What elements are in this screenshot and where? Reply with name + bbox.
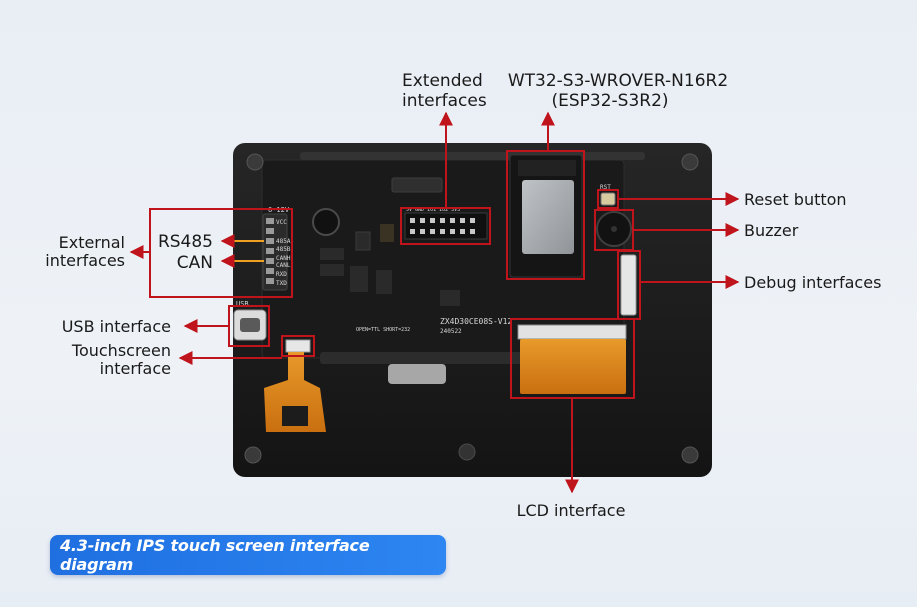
ic-chip-c [320, 248, 344, 260]
label-external-1: External [59, 233, 125, 252]
label-touch-2: interface [100, 359, 171, 378]
label-can: CAN [177, 253, 213, 273]
pin-label-rxd: RXD [276, 271, 287, 278]
label-debug: Debug interfaces [744, 273, 881, 292]
extended-header-pins [410, 218, 475, 234]
board-id-silk: ZX4D30CE08S-V12 [440, 317, 512, 326]
touch-connector [285, 339, 311, 353]
box-module [506, 150, 585, 280]
top-rib [300, 152, 645, 160]
mount-hole-bl [244, 446, 262, 464]
caption-badge: 4.3-inch IPS touch screen interface diag… [50, 535, 446, 575]
ic-chip-d [320, 264, 344, 276]
annotation-arrows [129, 111, 740, 494]
reset-switch [600, 192, 616, 206]
label-rs485: RS485 [158, 232, 213, 252]
label-extended-2: interfaces [402, 91, 487, 111]
date-silk: 240522 [440, 328, 462, 335]
ic-chip-b [380, 224, 394, 242]
pin-label-canl: CANL [276, 262, 291, 269]
box-touch [281, 335, 315, 357]
buzzer-hole [611, 226, 617, 232]
mount-hole-tl [246, 153, 264, 171]
pin-label-vcc: VCC [276, 219, 287, 226]
label-extended-1: Extended [402, 71, 483, 91]
mount-hole-tr [681, 153, 699, 171]
terminal-pins [266, 218, 274, 284]
label-reset: Reset button [744, 190, 847, 209]
extended-header [404, 212, 488, 240]
label-external-2: interfaces [45, 251, 125, 270]
touch-flex-cable [264, 352, 326, 432]
clip-tab [388, 364, 446, 384]
label-module-1: WT32-S3-WROVER-N16R2 [508, 71, 728, 91]
debug-connector [620, 254, 637, 316]
board-photo: 6-12V VCC 485A 485B CANH CANL RXD TXD 5V… [233, 143, 712, 477]
pin-arrows [220, 234, 264, 268]
notes-silk: OPEN=TTL SHORT=232 [356, 327, 410, 333]
ic-chip-g [440, 290, 460, 306]
ic-chip-f [376, 270, 392, 294]
slot-tab [391, 177, 443, 193]
lcd-connector [517, 324, 627, 340]
label-module-2: (ESP32-S3R2) [551, 91, 668, 111]
usb-port-slot [240, 318, 260, 332]
mount-hole-mid [458, 443, 476, 461]
label-lcd: LCD interface [517, 501, 626, 520]
label-buzzer: Buzzer [744, 221, 799, 240]
label-touch-1: Touchscreen [71, 341, 171, 360]
header-silk: 5V GND IO1 IO2 3V3 [406, 207, 460, 213]
pin-label-canh: CANH [276, 255, 291, 262]
module-shield [522, 180, 574, 254]
touch-flex-chip [282, 406, 308, 426]
usb-silk: USB [236, 300, 249, 308]
inductor [312, 208, 340, 236]
pin-label-485b: 485B [276, 246, 291, 253]
pin-label-485a: 485A [276, 238, 291, 245]
label-usb: USB interface [62, 317, 171, 336]
rst-silk: RST [600, 184, 611, 191]
caption-text: 4.3-inch IPS touch screen interface diag… [60, 536, 370, 574]
mount-hole-br [681, 446, 699, 464]
pin-label-txd: TXD [276, 280, 287, 287]
ic-chip-e [350, 266, 368, 292]
module-antenna [518, 160, 576, 176]
lcd-flex-cable [520, 339, 626, 394]
ic-chip-a [355, 231, 371, 251]
